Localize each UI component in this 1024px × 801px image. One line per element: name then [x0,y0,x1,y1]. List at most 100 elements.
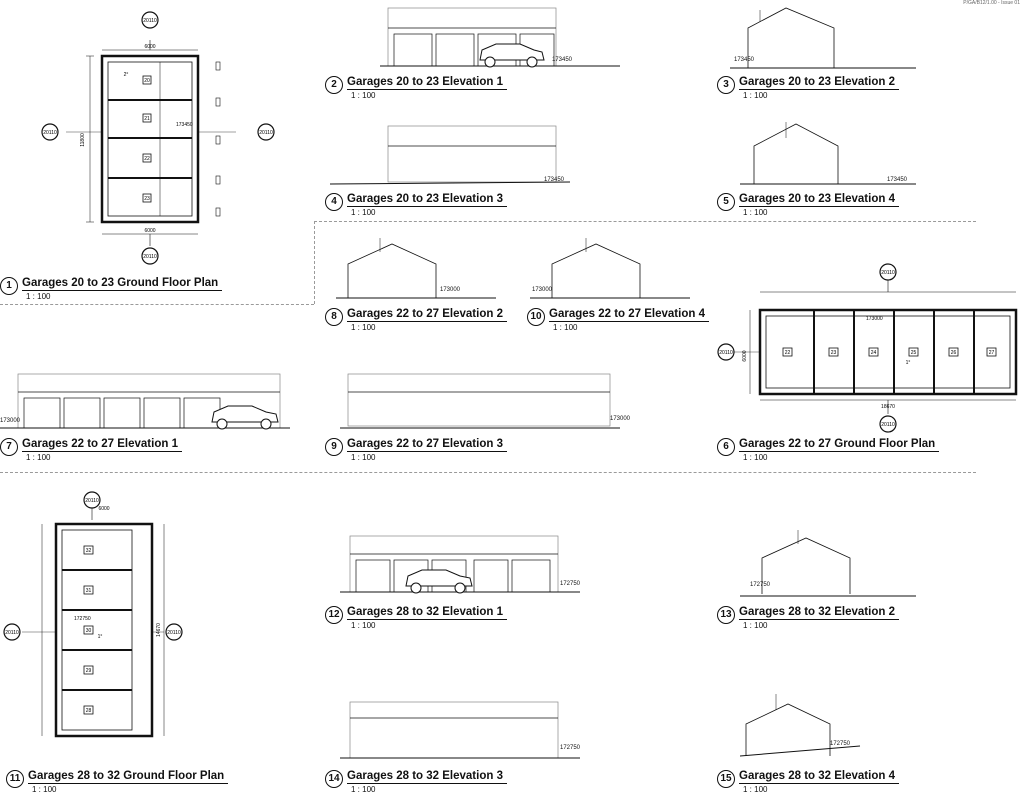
level-marker: 173450 [176,122,193,128]
elevation-28-32-e4-drawing [740,694,861,757]
plan-20-23-drawing: 20110 20110 20110 20110 20 21 22 23 6000… [41,11,275,265]
dimension-label: 6000 [98,506,109,512]
dimension-label: 14670 [156,623,162,637]
elevation-22-27-e1-drawing [0,373,290,430]
elevation-22-27-e4-drawing [530,238,690,299]
section-ref-tag: 20110 [143,18,157,24]
view-number: 5 [717,193,735,211]
view-title: Garages 20 to 23 Elevation 3 [347,193,507,207]
level-marker: 173000 [440,287,461,293]
view-number: 14 [325,770,343,788]
section-ref-tag: 20110 [43,130,57,136]
level-marker: 172750 [830,741,851,747]
view-scale: 1 : 100 [553,323,578,332]
elevation-28-32-e1-drawing [340,535,580,594]
dimension-label: 18670 [881,404,895,410]
garage-number-label: 28 [86,708,92,714]
elevation-20-23-e4-drawing [740,122,916,185]
dimension-label: 6000 [144,228,155,234]
dimension-label: 6000 [144,44,155,50]
view-title: Garages 28 to 32 Ground Floor Plan [28,770,229,784]
section-divider [314,221,315,304]
view-title: Garages 28 to 32 Elevation 1 [347,606,507,620]
view-scale: 1 : 100 [351,208,376,217]
view-title: Garages 20 to 23 Elevation 4 [739,193,899,207]
view-scale: 1 : 100 [351,621,376,630]
view-scale: 1 : 100 [743,453,768,462]
view-scale: 1 : 100 [26,453,51,462]
fall-note: 2° [124,72,129,78]
view-number: 9 [325,438,343,456]
view-scale: 1 : 100 [743,785,768,794]
garage-number-label: 30 [86,628,92,634]
view-scale: 1 : 100 [743,621,768,630]
elevation-20-23-e3-drawing [330,125,570,185]
view-number: 7 [0,438,18,456]
view-title: Garages 22 to 27 Elevation 2 [347,308,507,322]
level-marker: 173000 [610,416,631,422]
view-title: Garages 22 to 27 Elevation 4 [549,308,709,322]
level-marker: 172750 [560,581,581,587]
section-divider [0,472,976,473]
view-title: Garages 20 to 23 Elevation 1 [347,76,507,90]
section-ref-tag: 20110 [881,270,895,276]
sheet-reference: P/GA/B12/1.00 - Issue 01 [963,0,1020,6]
level-marker: 173450 [887,177,908,183]
view-scale: 1 : 100 [351,323,376,332]
level-marker: 173450 [544,177,565,183]
elevation-28-32-e3-drawing [340,701,580,759]
view-number: 15 [717,770,735,788]
garage-number-label: 23 [831,350,837,356]
view-scale: 1 : 100 [351,785,376,794]
elevation-20-23-e2-drawing [730,7,916,69]
garage-number-label: 20 [144,78,150,84]
level-marker: 172750 [74,616,91,622]
section-ref-tag: 20110 [881,422,895,428]
garage-number-label: 32 [86,548,92,554]
level-marker: 173450 [552,57,573,63]
view-number: 1 [0,277,18,295]
elevation-28-32-e2-drawing [740,530,916,597]
view-title: Garages 20 to 23 Ground Floor Plan [22,277,223,291]
section-divider [0,304,314,305]
dimension-label: 11800 [80,133,86,147]
level-marker: 172750 [560,745,581,751]
elevation-22-27-e3-drawing [340,373,620,429]
section-divider [314,221,976,222]
garage-number-label: 31 [86,588,92,594]
view-scale: 1 : 100 [351,91,376,100]
level-marker: 173000 [532,287,553,293]
plan-28-32-drawing: 20110 20110 20110 32 31 30 29 28 6000 14… [3,491,183,738]
view-number: 6 [717,438,735,456]
garage-number-label: 27 [989,350,995,356]
view-scale: 1 : 100 [743,91,768,100]
level-marker: 173000 [866,316,883,322]
view-scale: 1 : 100 [32,785,57,794]
elevation-20-23-e1-drawing [380,7,620,68]
section-ref-tag: 20110 [259,130,273,136]
level-marker: 173450 [734,57,755,63]
view-number: 3 [717,76,735,94]
garage-number-label: 26 [951,350,957,356]
garage-number-label: 22 [785,350,791,356]
garage-number-label: 23 [144,196,150,202]
section-ref-tag: 20110 [167,630,181,636]
view-number: 2 [325,76,343,94]
view-number: 12 [325,606,343,624]
view-scale: 1 : 100 [351,453,376,462]
view-number: 13 [717,606,735,624]
garage-number-label: 25 [911,350,917,356]
view-title: Garages 22 to 27 Elevation 3 [347,438,507,452]
garage-number-label: 22 [144,156,150,162]
section-ref-tag: 20110 [5,630,19,636]
view-scale: 1 : 100 [743,208,768,217]
view-title: Garages 28 to 32 Elevation 4 [739,770,899,784]
view-number: 11 [6,770,24,788]
level-marker: 173000 [0,418,21,424]
view-scale: 1 : 100 [26,292,51,301]
view-number: 8 [325,308,343,326]
garage-number-label: 29 [86,668,92,674]
section-ref-tag: 20110 [719,350,733,356]
level-marker: 172750 [750,582,771,588]
